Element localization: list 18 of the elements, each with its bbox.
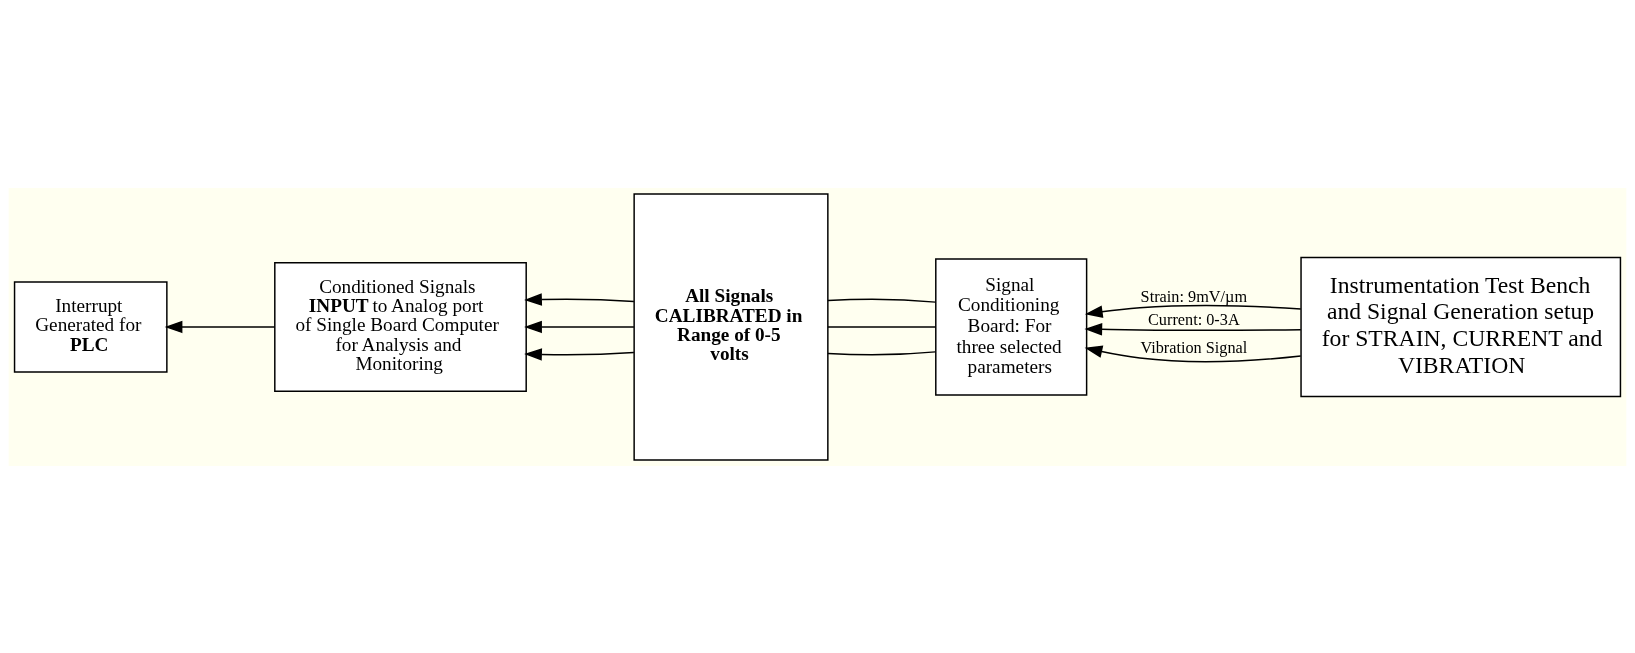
arrow bbox=[164, 320, 276, 333]
connector bbox=[827, 298, 937, 303]
connector bbox=[827, 350, 937, 355]
arrow bbox=[524, 292, 635, 306]
arrow bbox=[1084, 304, 1302, 318]
connector bbox=[827, 325, 937, 328]
node-box: All Signals CALIBRATED in Range of 0-5 volts bbox=[633, 192, 829, 461]
edge-label: Strain: 9mV/µm bbox=[1140, 287, 1248, 306]
edge-label: Vibration Signal bbox=[1140, 338, 1248, 357]
node-box: Signal Conditioning Board: For three selected parameters bbox=[935, 257, 1088, 396]
arrow bbox=[1084, 345, 1302, 362]
node-box: Interrupt Generated for PLC bbox=[13, 280, 168, 373]
arrow bbox=[1084, 322, 1302, 336]
edge-label: Current: 0-3A bbox=[1148, 310, 1240, 329]
node-box: Instrumentation Test Bench and Signal Generation setup for STRAIN, CURRENT and VIBRATION bbox=[1300, 256, 1622, 397]
arrow bbox=[524, 347, 635, 361]
node-box: Conditioned Signals INPUT to Analog port of Single Board Computer for Analysis and Monitoring bbox=[274, 261, 527, 392]
arrow bbox=[524, 320, 635, 333]
